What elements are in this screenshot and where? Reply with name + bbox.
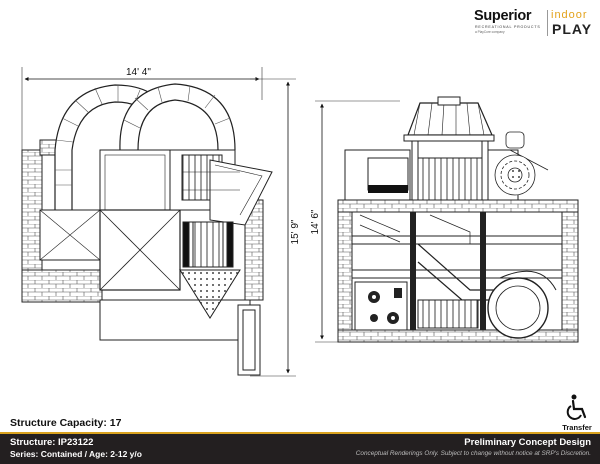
design-title: Preliminary Concept Design <box>464 437 591 448</box>
wheelchair-icon <box>566 394 587 420</box>
series-age: Series: Contained / Age: 2-12 y/o <box>10 449 142 459</box>
footer-accent-bar <box>0 432 600 434</box>
logo-brand: Superior <box>474 8 532 24</box>
width-dimension-label: 14' 4" <box>126 67 151 78</box>
top-view: 14' 4" 15' 9" <box>21 67 301 377</box>
footer-bar: Structure: IP23122 Series: Contained / A… <box>0 434 600 464</box>
logo-tagline: RECREATIONAL PRODUCTS <box>475 25 541 29</box>
transfer-label: Transfer <box>562 423 592 432</box>
logo-subline: a PlayCore company <box>475 30 505 34</box>
depth-dimension-label: 15' 9" <box>290 219 301 244</box>
structure-capacity: Structure Capacity: 17 <box>10 417 122 429</box>
disclaimer: Conceptual Renderings Only. Subject to c… <box>355 450 591 457</box>
elevation-view: 14' 6" <box>310 96 579 343</box>
logo-play: PLAY <box>552 21 593 37</box>
structure-id: Structure: IP23122 <box>10 437 94 448</box>
logo-indoor: indoor <box>551 9 588 21</box>
concept-drawing: 14' 4" 15' 9" <box>21 67 579 377</box>
logo-divider <box>547 10 548 36</box>
steering-wheel <box>494 131 549 196</box>
height-dimension-label: 14' 6" <box>310 209 321 234</box>
superior-logo: Superior RECREATIONAL PRODUCTS a PlayCor… <box>474 8 592 40</box>
